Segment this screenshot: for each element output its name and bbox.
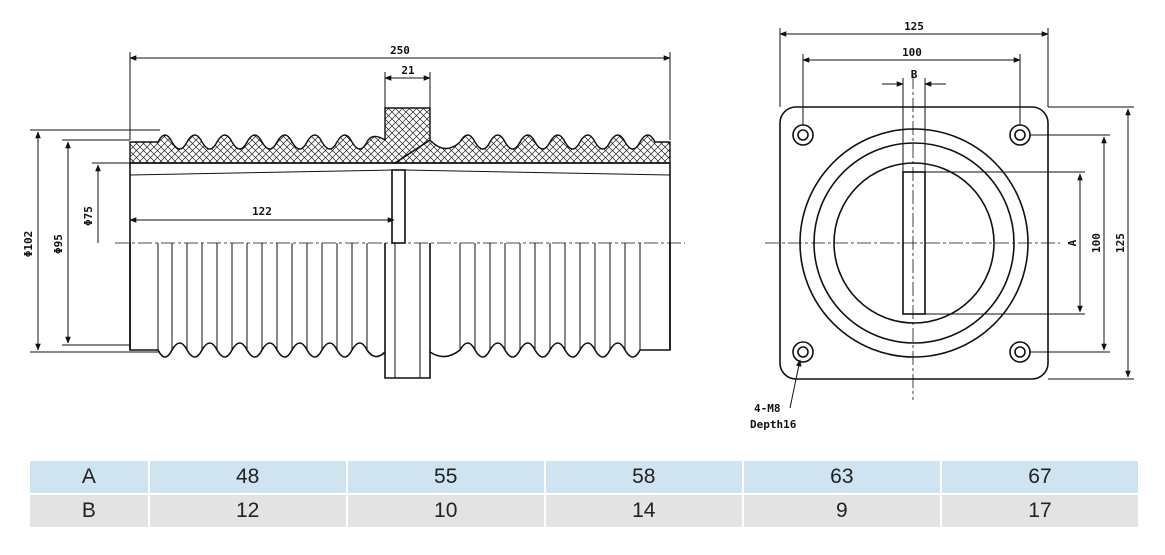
table-row-a: A 48 55 58 63 67 <box>30 461 1138 493</box>
center-slot-side <box>902 171 926 315</box>
row-b-value: 12 <box>149 495 346 527</box>
hole-note-line2: Depth16 <box>750 418 797 431</box>
middle-ring <box>813 142 1015 344</box>
bore-line-right <box>404 169 671 176</box>
row-a-value: 58 <box>545 461 742 493</box>
bore-line-left <box>129 169 393 176</box>
row-b-value: 10 <box>347 495 544 527</box>
row-b-value: 14 <box>545 495 742 527</box>
dim-label-250: 250 <box>390 44 410 57</box>
dimension-table: A 48 55 58 63 67 B 12 10 14 9 17 <box>28 459 1140 529</box>
dim-label-122: 122 <box>252 205 272 218</box>
center-slot <box>391 169 406 244</box>
row-a-value: 63 <box>743 461 940 493</box>
inner-bore <box>833 162 995 324</box>
row-b-label: B <box>30 495 148 527</box>
dim-label-21: 21 <box>401 64 415 77</box>
shed-vertical-lines <box>157 243 641 378</box>
side-view: 125 100 B A 100 125 4-M8 Depth16 <box>750 20 1134 431</box>
row-a-value: 67 <box>941 461 1138 493</box>
dim-label-a: A <box>1066 239 1079 246</box>
technical-drawing: 250 21 122 Φ102 Φ95 Φ75 <box>22 20 1134 431</box>
row-a-label: A <box>30 461 148 493</box>
dim-label-d75: Φ75 <box>82 206 95 226</box>
lower-body-outline <box>129 243 671 379</box>
table-row-b: B 12 10 14 9 17 <box>30 495 1138 527</box>
outer-ring <box>799 128 1029 358</box>
dim-label-d95: Φ95 <box>52 234 65 254</box>
lower-sheds-right <box>429 342 645 358</box>
flange-plate <box>779 106 1049 380</box>
dim-label-width-125: 125 <box>904 20 924 33</box>
hole-note-line1: 4-M8 <box>754 402 781 415</box>
upper-section-body <box>129 162 671 350</box>
row-a-value: 55 <box>347 461 544 493</box>
lower-sheds-left <box>157 342 386 358</box>
dim-label-d102: Φ102 <box>22 231 35 258</box>
dim-label-b: B <box>911 68 918 81</box>
upper-hatch-right <box>392 134 671 164</box>
row-b-value: 17 <box>941 495 1138 527</box>
row-b-value: 9 <box>743 495 940 527</box>
hole-leader-line <box>789 359 802 409</box>
dim-label-height-125: 125 <box>1114 233 1127 253</box>
dim-label-width-100: 100 <box>902 46 922 59</box>
upper-hatch-left <box>129 107 431 164</box>
front-view: 250 21 122 Φ102 Φ95 Φ75 <box>22 44 685 379</box>
dim-label-height-100: 100 <box>1090 233 1103 253</box>
row-a-value: 48 <box>149 461 346 493</box>
